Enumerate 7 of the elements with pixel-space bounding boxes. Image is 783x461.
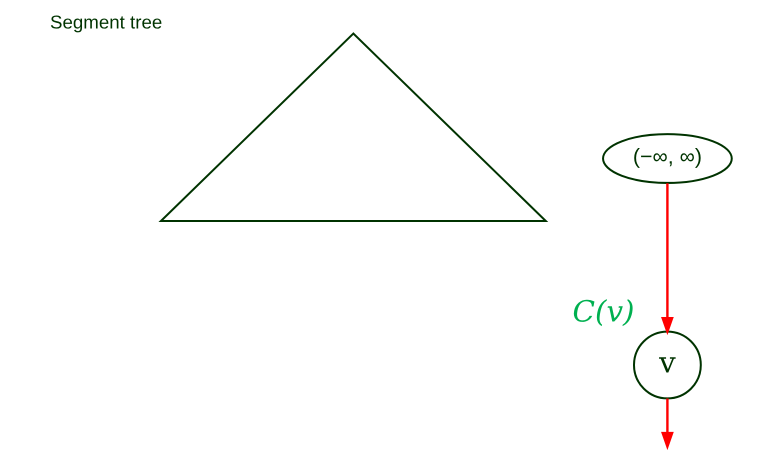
node-label: C(v) xyxy=(572,294,635,329)
node-label: Segment tree xyxy=(50,11,162,32)
arrow xyxy=(661,183,674,336)
node-circle: v xyxy=(633,330,702,400)
node-triangle xyxy=(158,32,548,222)
node-ellipse: (−∞, ∞) xyxy=(602,133,733,184)
arrow xyxy=(661,398,674,450)
